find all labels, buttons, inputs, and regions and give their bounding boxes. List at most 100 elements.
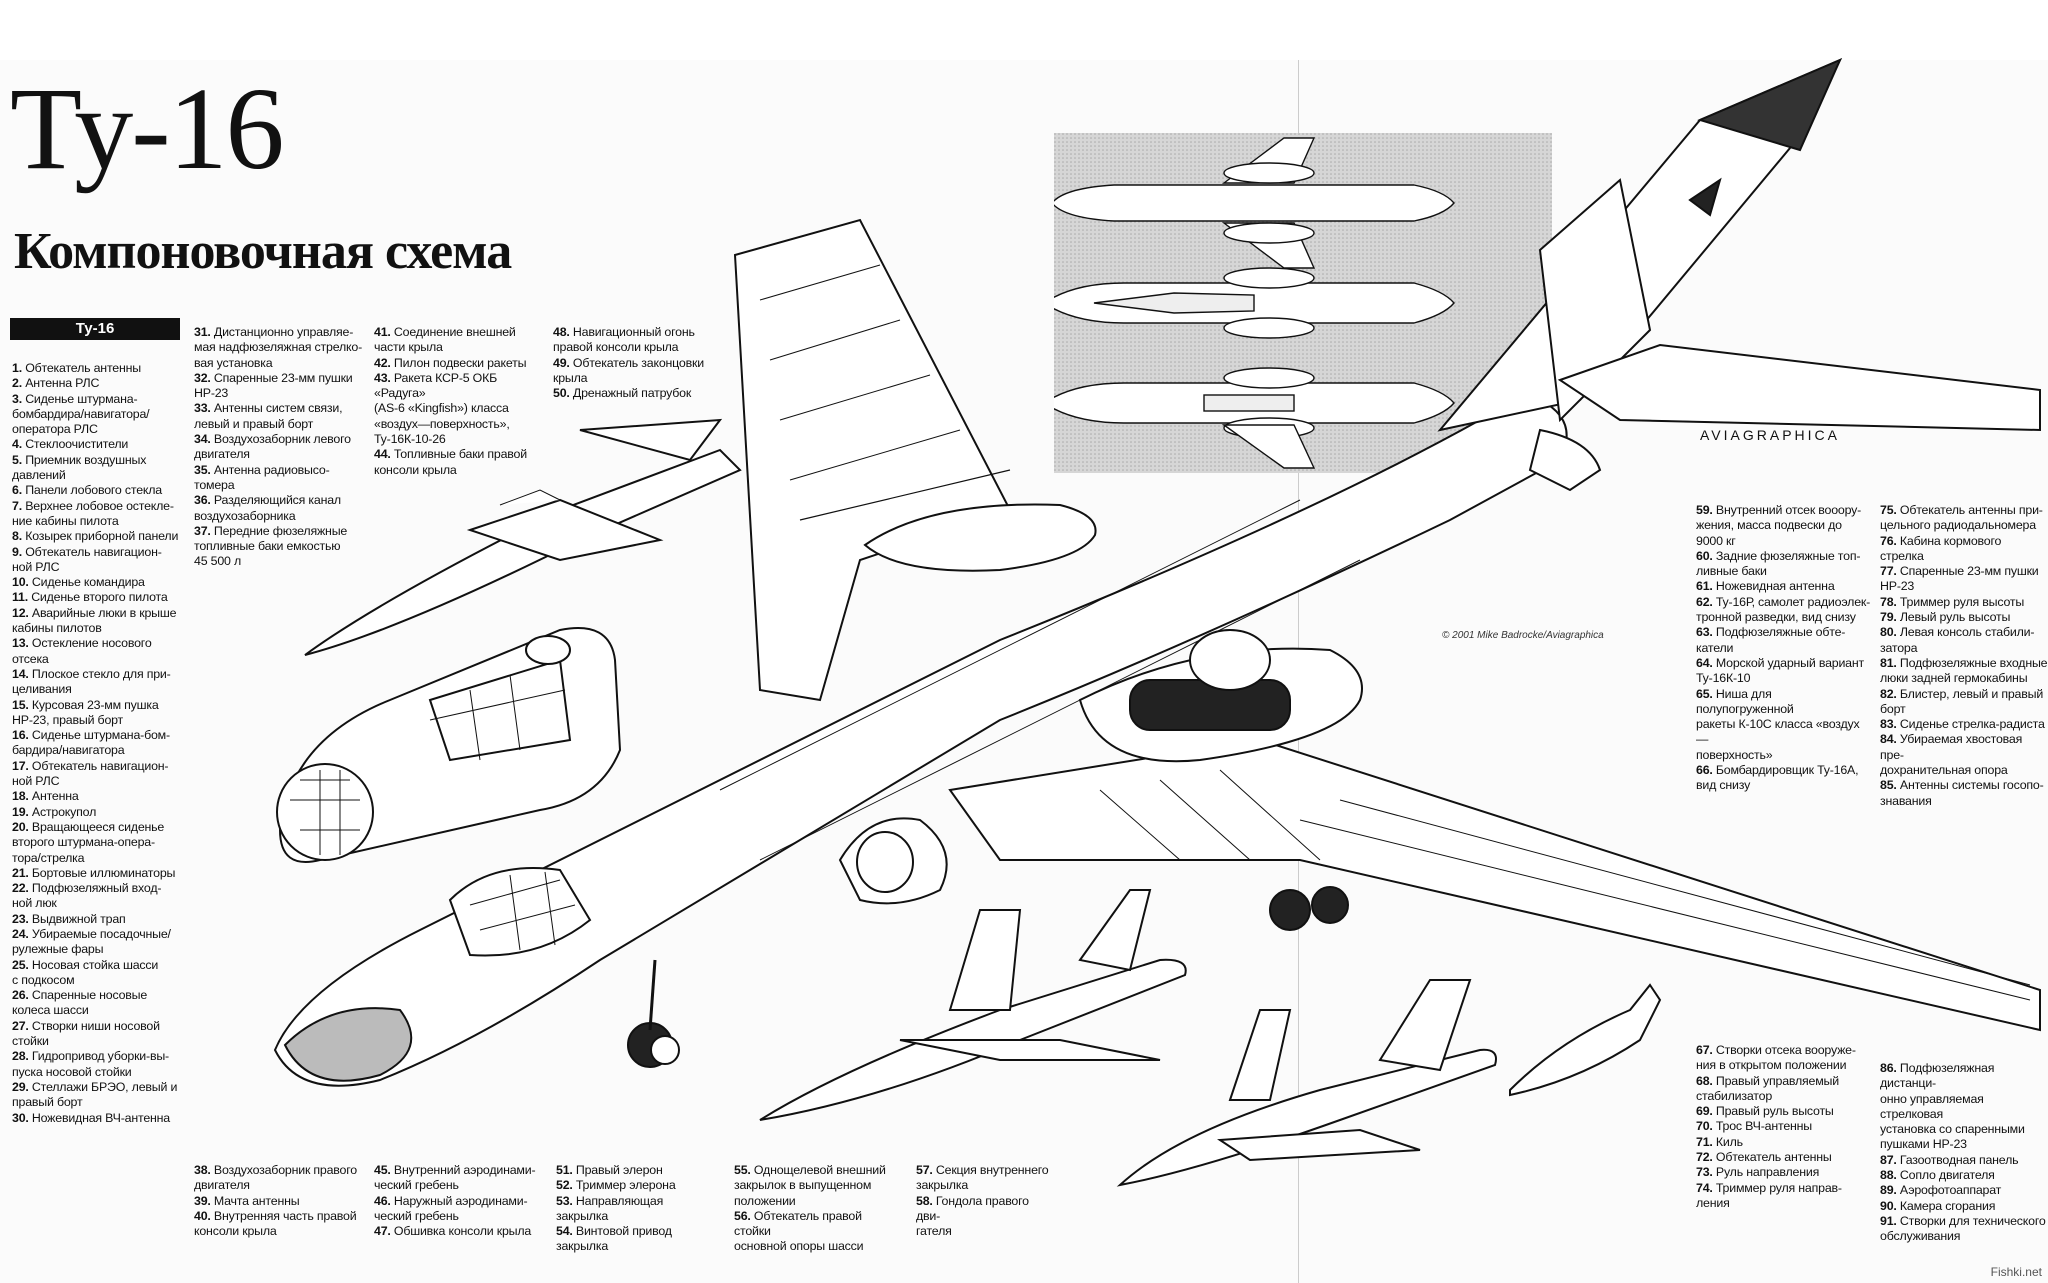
- legend-line: 61. Ножевидная антенна: [1696, 579, 1835, 594]
- legend-line: 20. Вращающееся сиденье: [12, 819, 165, 834]
- top-margin: [0, 0, 2048, 60]
- legend-line: целивания: [12, 682, 72, 697]
- legend-line: 51. Правый элерон: [556, 1163, 663, 1177]
- ksr-5-missile: [304, 448, 742, 656]
- legend-line: НР-23, правый борт: [12, 712, 124, 727]
- legend-line: ческий гребень: [374, 1178, 459, 1193]
- legend-line: 63. Подфюзеляжные обте-: [1696, 625, 1846, 640]
- page-subtitle: Компоновочная схема: [14, 223, 512, 280]
- legend-line: 62. Ту-16Р, самолет радиоэлек-: [1696, 594, 1871, 609]
- legend-line: 58. Гондола правого дви-: [916, 1193, 1029, 1223]
- legend-line: ние кабины пилота: [12, 513, 119, 528]
- legend-line: давлений: [12, 468, 66, 483]
- legend-line: 8. Козырек приборной панели: [12, 529, 179, 544]
- tu-16a-view: [1054, 367, 1455, 469]
- legend-line: 71. Киль: [1696, 1134, 1743, 1149]
- artist-credit: © 2001 Mike Badrocke/Aviagraphica: [1442, 630, 1604, 641]
- legend-line: ния в открытом положении: [1696, 1058, 1847, 1073]
- legend-line: 17. Обтекатель навигацион-: [12, 758, 169, 773]
- legend-line: 2. Антенна РЛС: [12, 376, 100, 391]
- legend-line: люки задней гермокабины: [1880, 671, 2028, 686]
- legend-line: 57. Секция внутреннего: [916, 1163, 1049, 1177]
- legend-column-7: 67. Створки отсека вооруже-ния в открыто…: [1696, 1043, 1871, 1211]
- legend-line: 72. Обтекатель антенны: [1696, 1150, 1832, 1165]
- legend-line: бардира/навигатора: [12, 743, 125, 758]
- legend-line: пушками НР-23: [1880, 1137, 1967, 1152]
- legend-line: 53. Направляющая закрылка: [556, 1193, 664, 1223]
- legend-line: второго штурмана-опера-: [12, 835, 155, 850]
- legend-line: основной опоры шасси: [734, 1239, 864, 1254]
- legend-line: 35. Антенна радиовысо-: [194, 462, 330, 477]
- legend-line: 70. Трос ВЧ-антенны: [1696, 1119, 1813, 1134]
- legend-line: кабины пилотов: [12, 621, 102, 636]
- legend-line: 9. Обтекатель навигацион-: [12, 544, 162, 559]
- port-stabilizer: [1557, 343, 2041, 432]
- legend-line: цельного радиодальномера: [1880, 518, 2036, 533]
- legend-line: ческий гребень: [374, 1208, 459, 1223]
- legend-line: 11. Сиденье второго пилота: [12, 590, 168, 605]
- legend-line: 33. Антенны систем связи,: [194, 401, 343, 416]
- legend-line: 16. Сиденье штурмана-бом-: [12, 728, 170, 743]
- legend-line: ракеты К-10С класса «воздух—: [1696, 717, 1860, 747]
- legend-line: положении: [734, 1193, 796, 1208]
- legend-line: 18. Антенна: [12, 789, 79, 804]
- legend-line: закрылка: [556, 1239, 609, 1254]
- legend-column-6: 75. Обтекатель антенны при-цельного ради…: [1880, 503, 2048, 809]
- legend-line: 42. Пилон подвески ракеты: [374, 355, 527, 370]
- legend-line: бомбардира/навигатора/: [12, 406, 150, 421]
- legend-line: закрылок в выпущенном: [734, 1178, 872, 1193]
- legend-line: с подкосом: [12, 972, 75, 987]
- legend-line: НР-23: [1880, 579, 1915, 594]
- legend-line: консоли крыла: [194, 1224, 277, 1239]
- legend-line: установка со спаренными: [1880, 1122, 2025, 1137]
- legend-line: 27. Створки ниши носовой: [12, 1018, 160, 1033]
- legend-line: 23. Выдвижной трап: [12, 911, 126, 926]
- legend-line: левый и правый борт: [194, 416, 314, 431]
- starboard-wing: [733, 218, 1012, 702]
- legend-line: 83. Сиденье стрелка-радиста: [1880, 717, 2045, 732]
- legend-line: 65. Ниша для полупогруженной: [1696, 686, 1794, 716]
- legend-line: НР-23: [194, 386, 229, 401]
- legend-line: 52. Триммер элерона: [556, 1178, 676, 1193]
- legend-line: закрылка: [916, 1178, 969, 1193]
- legend-column-2: 31. Дистанционно управляе-мая надфюзеляж…: [194, 325, 369, 570]
- legend-line: 21. Бортовые иллюминаторы: [12, 865, 176, 880]
- legend-line: правой консоли крыла: [553, 340, 679, 355]
- legend-line: 82. Блистер, левый и правый: [1880, 686, 2044, 701]
- legend-line: оператора РЛС: [12, 422, 98, 437]
- legend-line: гателя: [916, 1224, 952, 1239]
- legend-line: поверхность»: [1696, 747, 1773, 762]
- legend-line: колеса шасси: [12, 1003, 89, 1018]
- legend-line: воздухозаборника: [194, 508, 296, 523]
- legend-line: 87. Газоотводная панель: [1880, 1152, 2019, 1167]
- legend-line: 38. Воздухозаборник правого: [194, 1163, 357, 1177]
- legend-line: 78. Триммер руля высоты: [1880, 594, 2025, 609]
- legend-line: вид снизу: [1696, 778, 1751, 793]
- legend-line: 79. Левый руль высоты: [1880, 610, 2011, 625]
- legend-line: 45 500 л: [194, 554, 241, 569]
- legend-line: дохранительная опора: [1880, 763, 2008, 778]
- legend-line: ления: [1696, 1195, 1730, 1210]
- legend-line: ливные баки: [1696, 564, 1767, 579]
- legend-line: 90. Камера сгорания: [1880, 1198, 1996, 1213]
- legend-line: 28. Гидропривод уборки-вы-: [12, 1049, 169, 1064]
- legend-line: онно управляемая стрелковая: [1880, 1091, 1984, 1121]
- legend-line: 59. Внутренний отсек вооору-: [1696, 503, 1862, 517]
- legend-line: топливные баки емкостью: [194, 539, 341, 554]
- legend-line: 88. Сопло двигателя: [1880, 1168, 1995, 1183]
- legend-line: 73. Руль направления: [1696, 1165, 1820, 1180]
- legend-line: томера: [194, 477, 235, 492]
- legend-column-5: 59. Внутренний отсек вооору-жения, масса…: [1696, 503, 1871, 794]
- legend-line: 7. Верхнее лобовое остекле-: [12, 498, 174, 513]
- legend-line: 68. Правый управляемый: [1696, 1073, 1839, 1088]
- legend-line: 80. Левая консоль стабили-: [1880, 625, 2035, 640]
- legend-line: 54. Винтовой привод: [556, 1224, 672, 1239]
- legend-line: 6. Панели лобового стекла: [12, 483, 162, 498]
- tail-lettering: AVIAGRAPHICA: [1700, 427, 1840, 443]
- legend-line: отсека: [12, 651, 49, 666]
